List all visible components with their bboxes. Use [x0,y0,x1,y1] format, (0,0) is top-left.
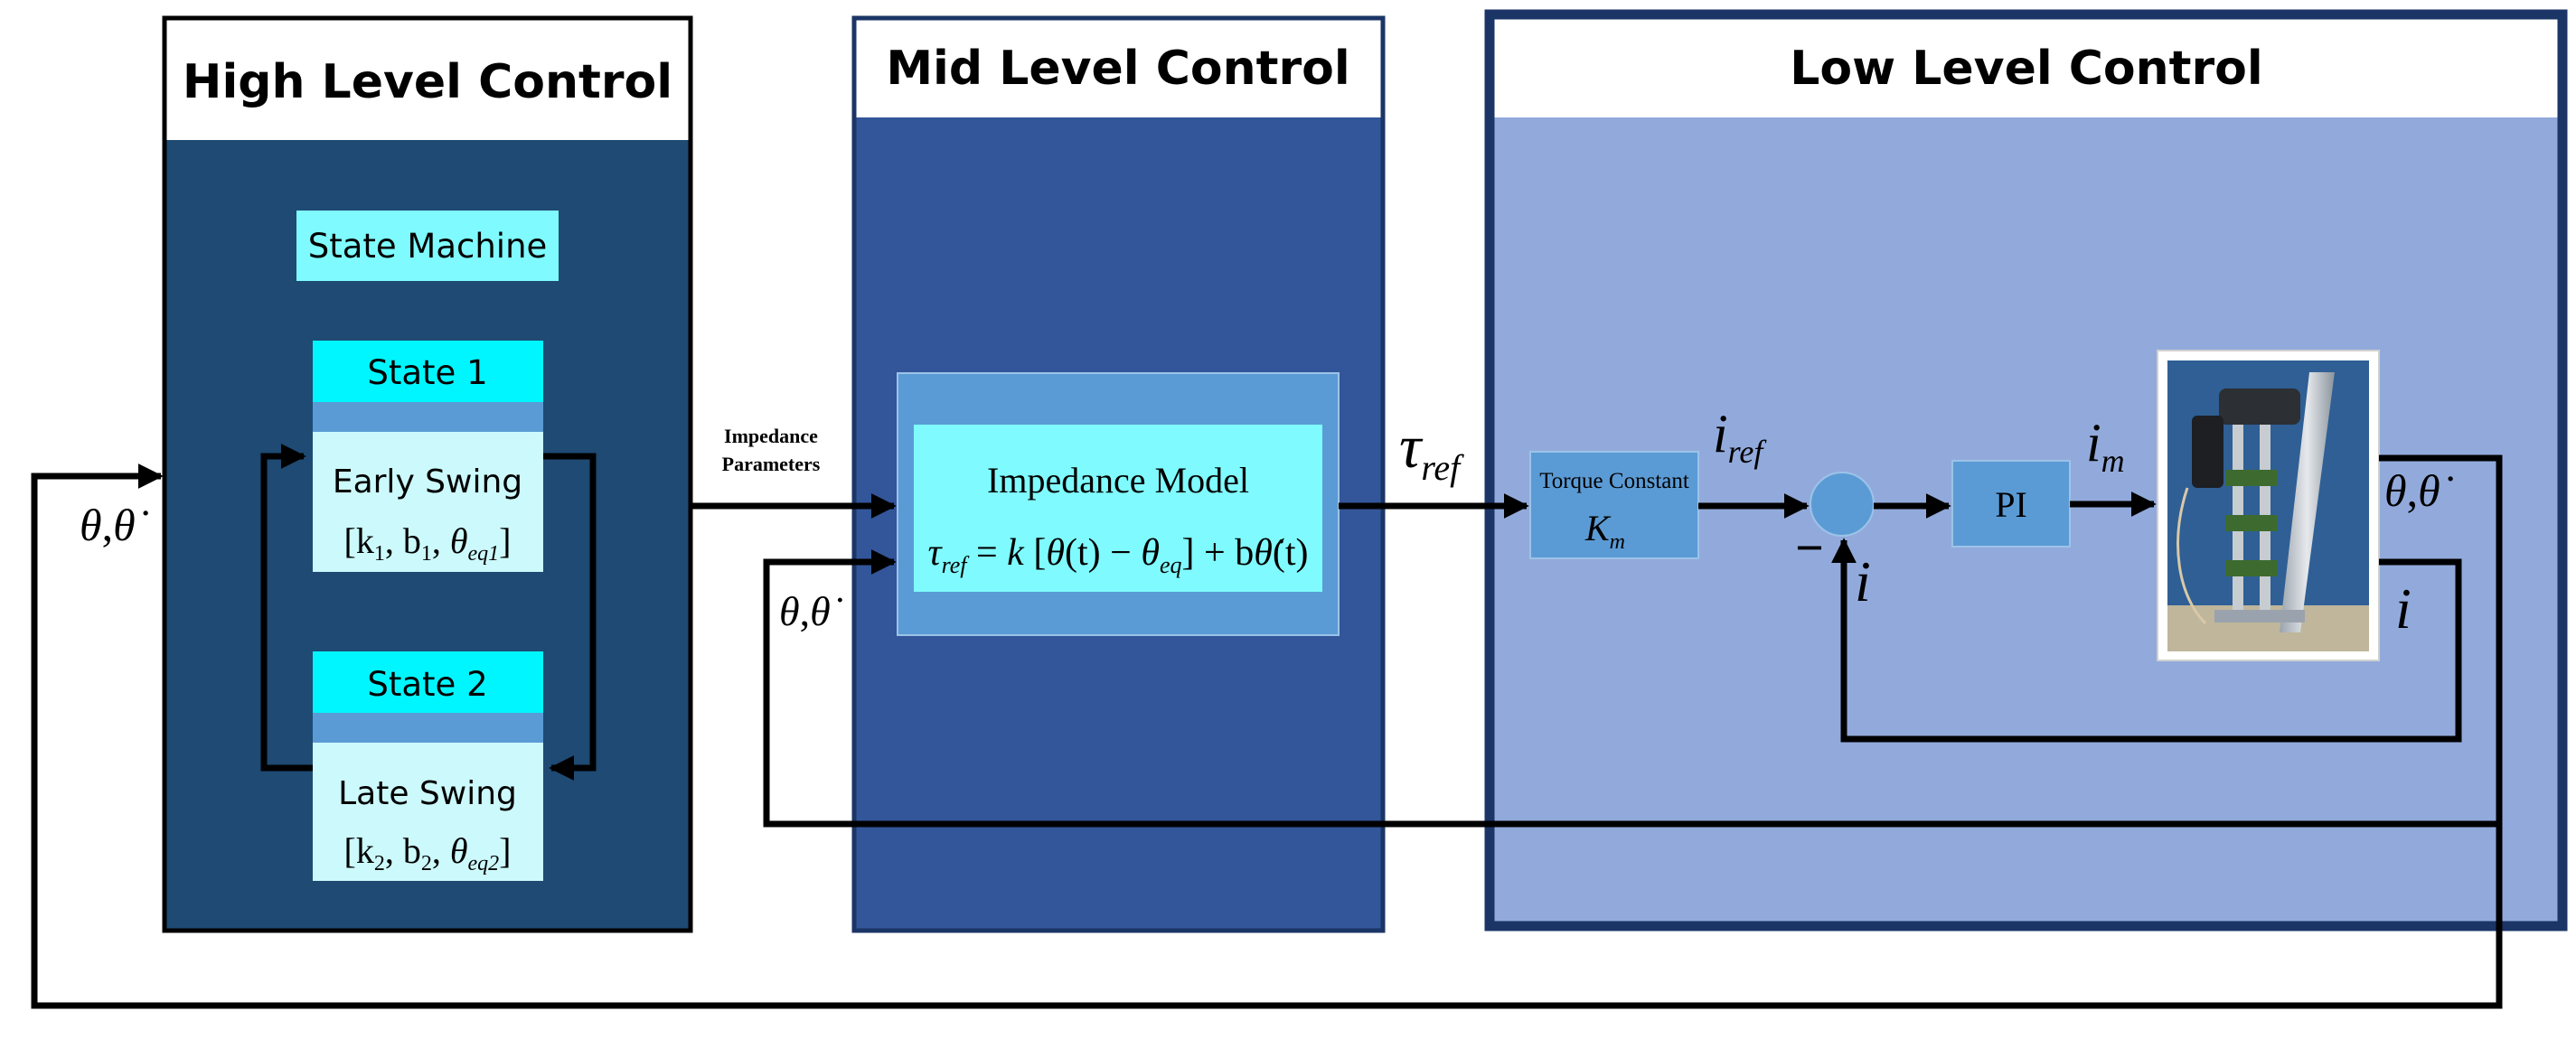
impedance-model-equation: τref = k [θ(t) − θeq] + bθ̇(t) [928,532,1309,578]
label-theta-high: θ,θ̇ [80,500,149,550]
state-machine-box [296,211,559,281]
mid-level-title-box [854,18,1383,117]
label-impedance-params-2: Parameters [722,453,821,475]
state-2-body [313,743,543,881]
pi-block: PI [1951,460,2071,548]
torque-constant-symbol: Km [1584,508,1625,554]
torque-constant-block: Torque Constant Km [1529,451,1699,559]
state-1-divider [313,402,543,432]
pi-label: PI [1995,484,2027,525]
mid-level-title: Mid Level Control [886,42,1349,96]
torque-constant-box [1529,451,1699,559]
prosthesis-photo [2157,350,2380,661]
label-i-feedback: i [1855,549,1871,613]
state-2-header-box [313,651,543,713]
state-2-params: [k2, b2, θeq2] [344,830,512,875]
mid-level-border [851,15,1386,933]
label-i-ref: iref [1713,404,1767,470]
high-level-border [162,15,693,933]
state-1: State 1 Early Swing [k1, b1, θeq1] [313,341,543,572]
impedance-model-block: Impedance Model τref = k [θ(t) − θeq] + … [897,372,1340,636]
wire-theta-feedback-high [31,463,2503,1009]
state-2-header: State 2 [367,665,487,704]
label-impedance-params-1: Impedance [724,425,818,447]
label-theta-mid: θ,θ̇ [779,588,843,634]
photo-cable [2176,487,2207,625]
impedance-model-title: Impedance Model [987,460,1249,501]
low-level-border [1484,9,2568,931]
photo-spring-3 [2225,560,2278,576]
torque-constant-label: Torque Constant [1539,469,1689,493]
state-2-divider [313,713,543,743]
state-machine-label: State Machine [308,227,548,266]
photo-spring-2 [2225,515,2278,531]
photo-spring-1 [2225,470,2278,486]
photo-motor [2192,416,2223,488]
label-i-m: im [2086,413,2125,479]
state-2-name: Late Swing [338,775,517,812]
photo-motor-top [2219,388,2300,425]
transition-1-to-2 [543,453,597,781]
low-level-title-box [1490,18,2562,117]
impedance-inner-box [914,425,1322,592]
low-level-title: Low Level Control [1790,42,2262,96]
state-2: State 2 Late Swing [k2, b2, θeq2] [313,651,543,881]
label-tau-ref: τref [1399,412,1464,488]
state-1-header: State 1 [367,353,487,392]
wire-theta-feedback-mid [763,454,2503,828]
photo-pylon [2280,372,2335,632]
wire-current-feedback [1831,538,2462,743]
high-level-title: High Level Control [183,55,672,109]
photo-foot [2214,610,2305,622]
label-minus-sign: − [1795,520,1824,576]
label-i-output: i [2395,576,2411,641]
transition-2-to-1 [260,444,313,772]
state-1-header-box [313,341,543,402]
state-1-body [313,432,543,572]
high-level-title-box [165,18,691,140]
state-1-name: Early Swing [333,463,522,501]
